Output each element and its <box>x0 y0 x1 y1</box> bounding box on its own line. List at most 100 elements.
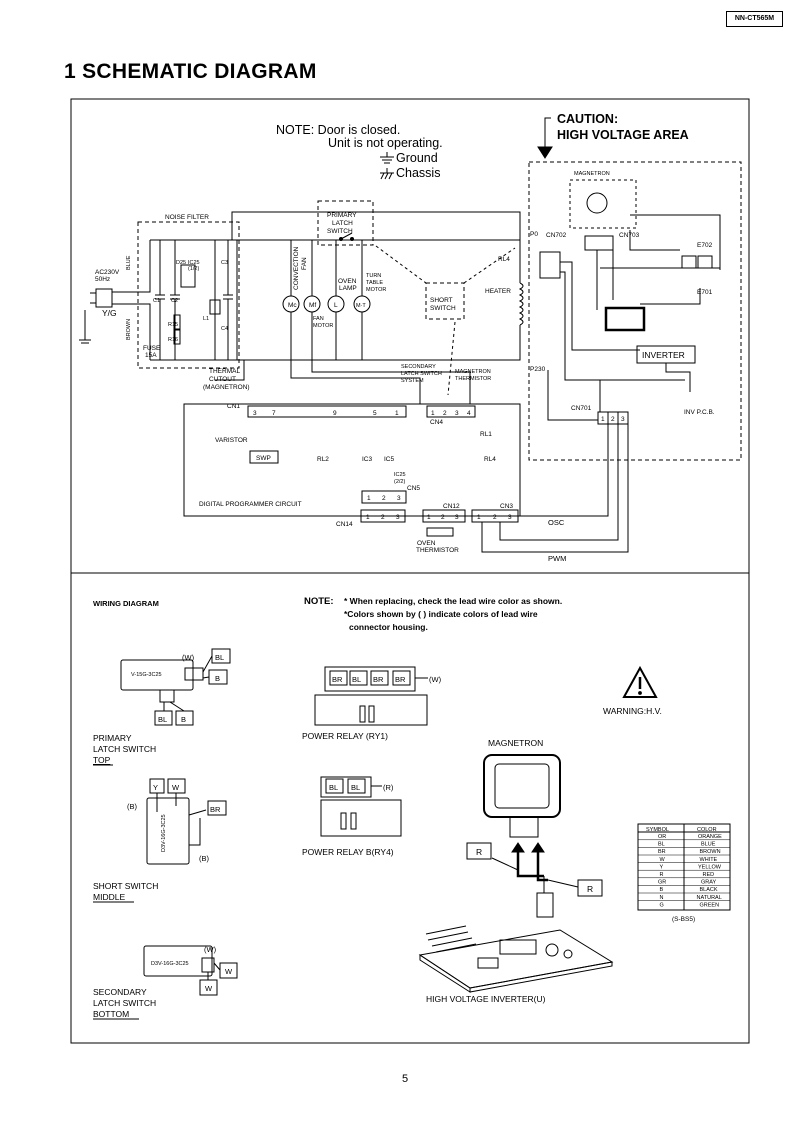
dpc-component-labels: VARISTOR RL2 IC3 IC5 RL1 RL4 IC25 (2/2) … <box>215 431 496 492</box>
svg-text:R: R <box>587 884 593 894</box>
warning-icon <box>622 665 658 698</box>
svg-text:BL: BL <box>215 653 224 662</box>
color-table-symbol: OR <box>658 834 666 840</box>
svg-text:3: 3 <box>455 410 459 417</box>
digital-programmer-box <box>183 403 521 517</box>
svg-text:Y/G: Y/G <box>102 308 117 318</box>
svg-text:2: 2 <box>443 410 447 417</box>
svg-text:2: 2 <box>493 514 497 521</box>
svg-text:R: R <box>476 847 482 857</box>
svg-text:(MAGNETRON): (MAGNETRON) <box>203 384 250 391</box>
svg-text:COLOR: COLOR <box>697 827 717 833</box>
svg-text:Y: Y <box>153 783 158 792</box>
svg-text:Mc: Mc <box>288 302 297 309</box>
page-title: 1 SCHEMATIC DIAGRAM <box>64 60 317 83</box>
heater <box>518 250 524 345</box>
svg-text:FUSE: FUSE <box>143 345 161 352</box>
color-table-color: NATURAL <box>697 895 722 901</box>
svg-text:B: B <box>215 674 220 683</box>
svg-text:BL: BL <box>352 675 361 684</box>
svg-text:C1: C1 <box>153 298 160 304</box>
svg-text:(W): (W) <box>182 653 195 662</box>
color-table-symbol: B <box>660 887 664 893</box>
cn702-connector <box>584 235 614 251</box>
cn14-connector <box>360 509 406 523</box>
svg-text:Chassis: Chassis <box>396 166 440 180</box>
svg-text:AC230V: AC230V <box>95 269 120 276</box>
svg-text:C2: C2 <box>171 298 178 304</box>
svg-text:THERMISTOR: THERMISTOR <box>455 376 491 382</box>
svg-text:BL: BL <box>329 783 338 792</box>
p0-relay <box>539 251 561 279</box>
svg-text:TABLE: TABLE <box>366 280 383 286</box>
svg-text:15A: 15A <box>145 352 157 359</box>
svg-text:BR: BR <box>373 675 384 684</box>
svg-text:3: 3 <box>396 514 400 521</box>
svg-text:FAN: FAN <box>301 257 308 270</box>
svg-text:CN14: CN14 <box>336 521 353 528</box>
svg-text:CN12: CN12 <box>443 503 460 510</box>
svg-text:SWITCH: SWITCH <box>430 305 456 312</box>
power-relay-ry1-drawing <box>314 666 428 726</box>
bottom-connector-labels: CN14 1 2 3 CN12 1 2 3 CN3 1 2 3 OVEN THE… <box>336 503 566 563</box>
svg-text:MOTOR: MOTOR <box>366 287 386 293</box>
svg-text:2: 2 <box>381 514 385 521</box>
load-labels: Mc Mf L M·T CONVECTION FAN OVEN LAMP TUR… <box>288 246 386 329</box>
svg-text:CN703: CN703 <box>619 232 640 239</box>
svg-text:OSC: OSC <box>548 518 565 527</box>
svg-text:OVEN: OVEN <box>338 278 357 285</box>
svg-text:BLUE: BLUE <box>126 255 132 270</box>
color-table-symbol: BL <box>658 842 665 848</box>
svg-text:E701: E701 <box>697 289 713 296</box>
color-table-text: SYMBOL COLOR <box>646 827 717 833</box>
svg-text:SHORT: SHORT <box>430 297 453 304</box>
note-block: NOTE: Door is closed. Unit is not operat… <box>276 123 443 180</box>
cn4-labels: CN4 1 2 3 4 <box>430 410 471 426</box>
svg-text:SHORT SWITCH: SHORT SWITCH <box>93 881 158 891</box>
noise-filter-label: NOISE FILTER <box>165 214 209 221</box>
svg-text:THERMAL: THERMAL <box>209 368 240 375</box>
svg-text:RL4: RL4 <box>484 456 496 463</box>
svg-text:LAMP: LAMP <box>339 285 357 292</box>
thermal-cutout-label: THERMAL CUTOUT (MAGNETRON) SECONDARY LAT… <box>203 364 491 391</box>
color-table-color: GREEN <box>700 902 720 908</box>
svg-text:BR: BR <box>332 675 343 684</box>
svg-text:PRIMARY: PRIMARY <box>93 733 132 743</box>
power-relay-ry1-labels: BR BL BR BR (W) POWER RELAY (RY1) <box>302 675 442 741</box>
svg-text:(1/2): (1/2) <box>188 266 199 272</box>
svg-text:E702: E702 <box>697 242 713 249</box>
swp-box <box>249 450 279 464</box>
magnetron-icon <box>586 192 608 214</box>
svg-text:CN4: CN4 <box>430 419 443 426</box>
cn12-connector <box>422 509 466 523</box>
svg-text:7: 7 <box>272 410 276 417</box>
svg-text:2: 2 <box>382 495 386 502</box>
svg-text:* When replacing, check the le: * When replacing, check the lead wire co… <box>344 596 562 606</box>
model-number: NN-CT565M <box>726 11 783 27</box>
magnetron-box <box>569 179 637 229</box>
power-relay-ry4-drawing <box>320 776 402 837</box>
svg-text:INV P.C.B.: INV P.C.B. <box>684 409 715 416</box>
wiring-title: WIRING DIAGRAM <box>93 599 159 608</box>
short-switch-drawing <box>146 778 227 865</box>
color-table-symbol: BR <box>658 849 666 855</box>
inverter-label: INVERTER <box>642 350 685 360</box>
svg-text:1: 1 <box>601 416 605 423</box>
svg-text:POWER RELAY B(RY4): POWER RELAY B(RY4) <box>302 847 394 857</box>
svg-text:1: 1 <box>395 410 399 417</box>
svg-text:Ground: Ground <box>396 151 438 165</box>
color-table-symbol: N <box>660 895 664 901</box>
svg-text:(W): (W) <box>204 945 217 954</box>
caution-block: CAUTION: HIGH VOLTAGE AREA <box>537 112 689 159</box>
svg-text:SYSTEM: SYSTEM <box>401 378 424 384</box>
svg-text:3: 3 <box>508 514 512 521</box>
svg-text:3: 3 <box>455 514 459 521</box>
color-table-color: WHITE <box>700 857 718 863</box>
color-table-color: BROWN <box>700 849 721 855</box>
svg-text:P230: P230 <box>530 366 546 373</box>
magnetron-r2-box <box>577 879 603 897</box>
svg-text:TOP: TOP <box>93 755 111 765</box>
svg-text:4: 4 <box>467 410 471 417</box>
primary-latch-switch-labels: V-15G-3C25 (W) BL B BL B PRIMARY LATCH S… <box>93 653 224 765</box>
wiring-note: NOTE: * When replacing, check the lead w… <box>304 596 562 632</box>
